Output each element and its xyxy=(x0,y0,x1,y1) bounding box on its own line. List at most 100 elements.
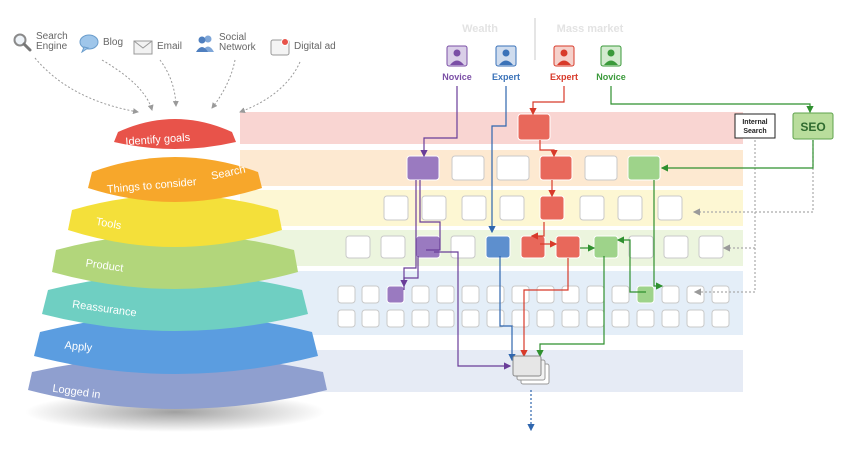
source-arrows xyxy=(34,57,301,115)
step-box xyxy=(584,155,618,181)
source-label: Digital ad xyxy=(294,41,336,52)
source-social-network: Social Network xyxy=(195,33,256,53)
header-mass-market: Mass market xyxy=(557,23,624,35)
tier-reassurance xyxy=(42,274,308,331)
source-search-engine: Search Engine xyxy=(12,32,68,52)
step-box xyxy=(436,285,455,304)
step-box xyxy=(711,285,730,304)
persona-novice-mass: Novice xyxy=(596,45,626,82)
step-box xyxy=(686,309,705,328)
tier-label-product: Product xyxy=(85,257,124,274)
step-box xyxy=(561,285,580,304)
search-icon xyxy=(13,33,32,52)
step-box xyxy=(461,195,487,221)
step-box xyxy=(561,309,580,328)
tier-identify-goals xyxy=(114,119,236,149)
step-box xyxy=(657,195,683,221)
step-box-green xyxy=(636,285,655,304)
persona-expert-mass: Expert xyxy=(550,45,578,82)
step-box xyxy=(436,309,455,328)
internal-search-box: Internal Search xyxy=(734,113,776,139)
step-box xyxy=(450,235,476,259)
persona-label: Expert xyxy=(492,72,520,82)
step-box xyxy=(579,195,605,221)
step-boxes xyxy=(337,113,730,328)
person-icon xyxy=(453,49,461,57)
step-box xyxy=(461,309,480,328)
step-box xyxy=(686,285,705,304)
tier-label-identify-goals: Identify goals xyxy=(125,132,191,149)
person-icon xyxy=(560,49,568,57)
step-box-red xyxy=(539,195,565,221)
step-box xyxy=(511,285,530,304)
step-box xyxy=(383,195,409,221)
source-email: Email xyxy=(133,37,182,57)
output-pages-stack xyxy=(512,355,550,385)
persona-novice-wealth: Novice xyxy=(442,45,472,82)
step-box xyxy=(345,235,371,259)
tier-label-tools: Tools xyxy=(95,216,123,232)
step-box xyxy=(411,285,430,304)
internal-search-label-2: Search xyxy=(743,128,766,135)
tier-product xyxy=(52,234,298,289)
step-box-purple xyxy=(406,155,440,181)
step-box xyxy=(451,155,485,181)
step-box xyxy=(698,235,724,259)
step-box xyxy=(486,309,505,328)
tier-things-to-consider xyxy=(88,157,262,202)
source-label: Search Engine xyxy=(36,31,68,52)
step-box xyxy=(711,309,730,328)
step-box xyxy=(536,285,555,304)
step-box xyxy=(661,285,680,304)
people-icon xyxy=(196,35,214,52)
source-label: Email xyxy=(157,41,183,52)
seo-label: SEO xyxy=(800,120,825,134)
step-box xyxy=(663,235,689,259)
person-icon xyxy=(502,49,510,57)
source-digital-ad: Digital ad xyxy=(270,37,336,57)
step-box-purple xyxy=(386,285,405,304)
speech-bubble-icon xyxy=(79,34,99,53)
internal-search-label-1: Internal xyxy=(742,119,767,126)
step-box xyxy=(380,235,406,259)
step-box xyxy=(617,195,643,221)
step-box-blue xyxy=(485,235,511,259)
step-box xyxy=(586,309,605,328)
envelope-icon xyxy=(133,40,153,55)
step-box xyxy=(636,309,655,328)
step-box xyxy=(611,285,630,304)
step-box-green xyxy=(593,235,619,259)
step-box xyxy=(361,309,380,328)
tier-tools xyxy=(68,195,282,247)
persona-label: Novice xyxy=(442,72,472,82)
tier-label-apply: Apply xyxy=(64,340,93,355)
step-box xyxy=(586,285,605,304)
step-box xyxy=(421,195,447,221)
step-box xyxy=(628,235,654,259)
source-blog: Blog xyxy=(79,33,123,53)
step-box xyxy=(511,309,530,328)
flow-connectors xyxy=(400,86,814,432)
step-box-red xyxy=(539,155,573,181)
person-icon xyxy=(607,49,615,57)
step-box xyxy=(496,155,530,181)
step-box xyxy=(386,309,405,328)
step-box xyxy=(611,309,630,328)
step-box xyxy=(337,309,356,328)
source-label: Blog xyxy=(103,37,124,48)
funnel: Identify goals Things to consider Search… xyxy=(28,119,327,409)
persona-label: Novice xyxy=(596,72,626,82)
step-box-red xyxy=(520,235,546,259)
ad-window-icon xyxy=(270,38,290,56)
step-box-red xyxy=(555,235,581,259)
seo-box: SEO xyxy=(792,112,834,140)
persona-label: Expert xyxy=(550,72,578,82)
header-wealth: Wealth xyxy=(462,23,498,35)
step-box xyxy=(361,285,380,304)
step-box xyxy=(461,285,480,304)
step-box xyxy=(411,309,430,328)
step-box xyxy=(486,285,505,304)
step-box xyxy=(661,309,680,328)
